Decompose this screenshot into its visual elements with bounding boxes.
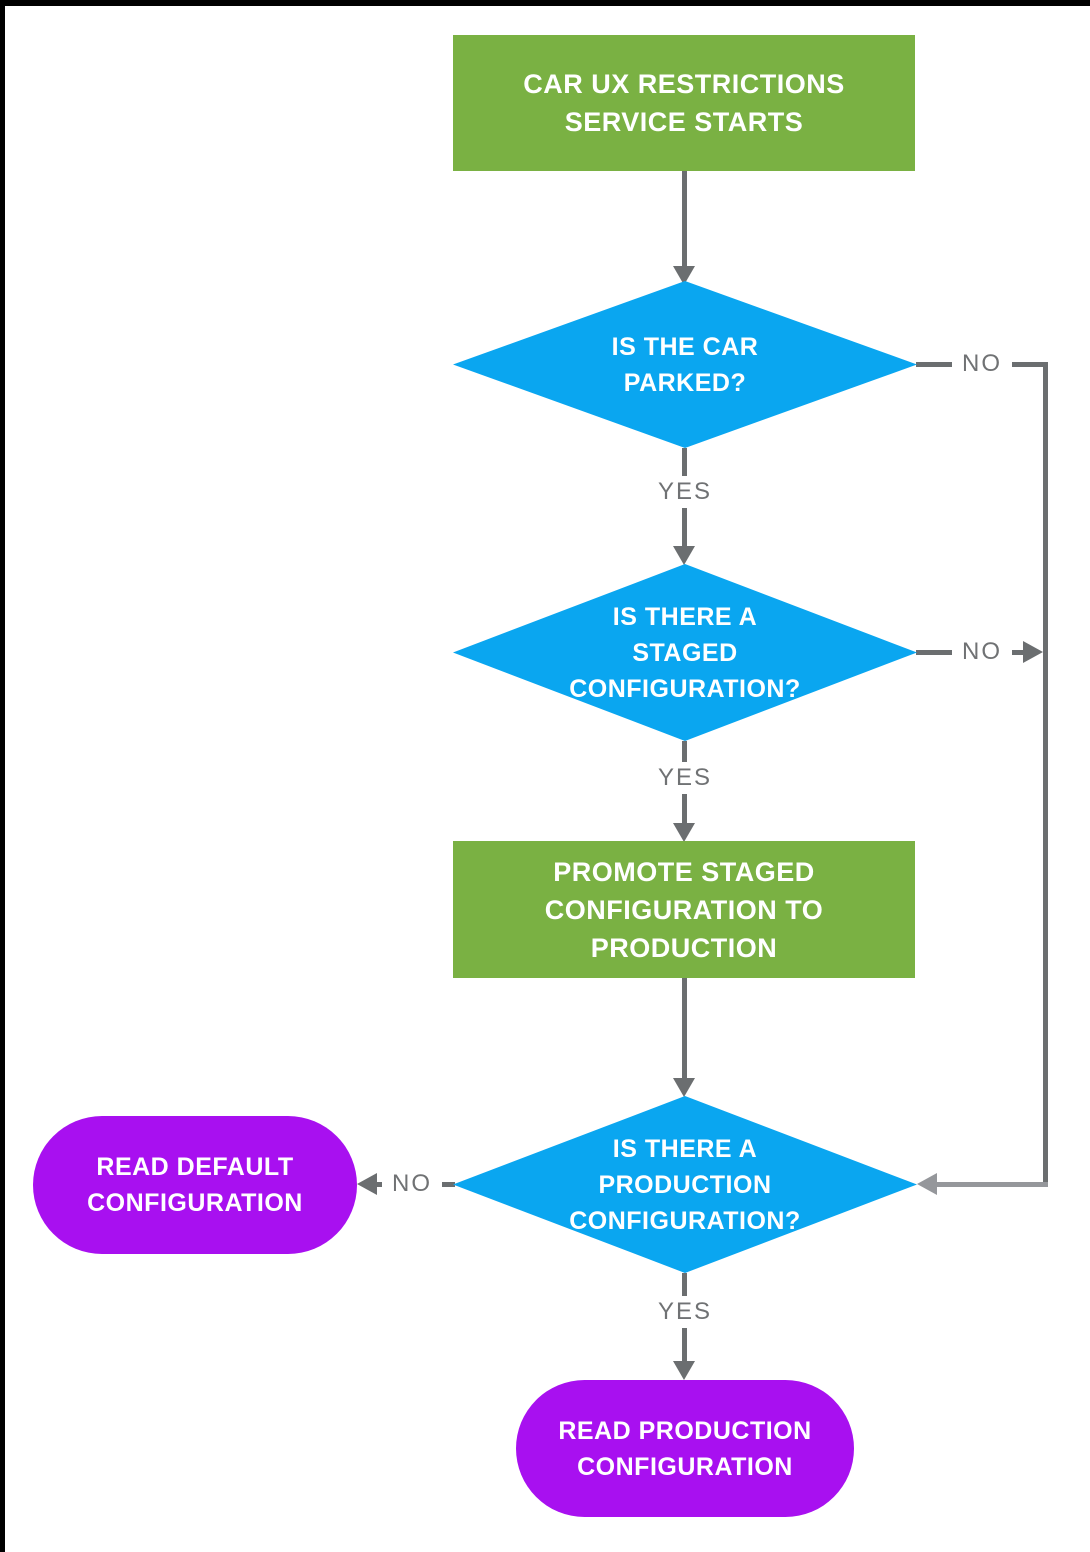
arrowhead-left-icon (357, 1173, 377, 1195)
edge-label-production-yes: YES (647, 1296, 723, 1328)
terminal-read-default-label: READ DEFAULT CONFIGURATION (87, 1153, 303, 1217)
arrowhead-down-icon (673, 823, 695, 842)
screenshot-frame-top (0, 0, 1090, 6)
start-node-label: CAR UX RESTRICTIONS SERVICE STARTS (523, 69, 845, 137)
edge-label-production-no: NO (382, 1168, 442, 1200)
edge-label-staged-no: NO (952, 636, 1012, 668)
arrowhead-down-icon (673, 266, 695, 285)
terminal-read-production: READ PRODUCTION CONFIGURATION (516, 1380, 854, 1517)
decision-is-car-parked-label: IS THE CAR PARKED? (611, 332, 759, 397)
arrowhead-left-icon (917, 1173, 937, 1195)
arrowhead-down-icon (673, 1078, 695, 1097)
arrowhead-down-icon (673, 546, 695, 565)
screenshot-frame-left (0, 0, 5, 1552)
process-promote-staged: PROMOTE STAGED CONFIGURATION TO PRODUCTI… (453, 841, 915, 978)
decision-production-configuration-label: IS THERE A PRODUCTION CONFIGURATION? (569, 1134, 801, 1235)
process-promote-staged-label: PROMOTE STAGED CONFIGURATION TO PRODUCTI… (544, 856, 824, 963)
terminal-read-default: READ DEFAULT CONFIGURATION (33, 1116, 357, 1254)
arrow-start-to-parked (682, 171, 687, 266)
edge-label-staged-yes: YES (647, 762, 723, 794)
edge-label-parked-yes: YES (647, 476, 723, 508)
connector-no-vertical (1043, 362, 1048, 1184)
decision-is-car-parked: IS THE CAR PARKED? (453, 281, 917, 448)
connector-no-to-production (936, 1182, 1048, 1187)
edge-label-parked-no: NO (952, 348, 1012, 380)
start-node: CAR UX RESTRICTIONS SERVICE STARTS (453, 35, 915, 171)
decision-staged-configuration: IS THERE A STAGED CONFIGURATION? (453, 564, 917, 741)
terminal-read-production-label: READ PRODUCTION CONFIGURATION (558, 1416, 812, 1481)
arrowhead-right-icon (1023, 641, 1043, 663)
decision-production-configuration: IS THERE A PRODUCTION CONFIGURATION? (453, 1096, 917, 1273)
decision-staged-configuration-label: IS THERE A STAGED CONFIGURATION? (569, 602, 801, 703)
arrow-promote-to-production (682, 978, 687, 1078)
arrowhead-down-icon (673, 1361, 695, 1380)
